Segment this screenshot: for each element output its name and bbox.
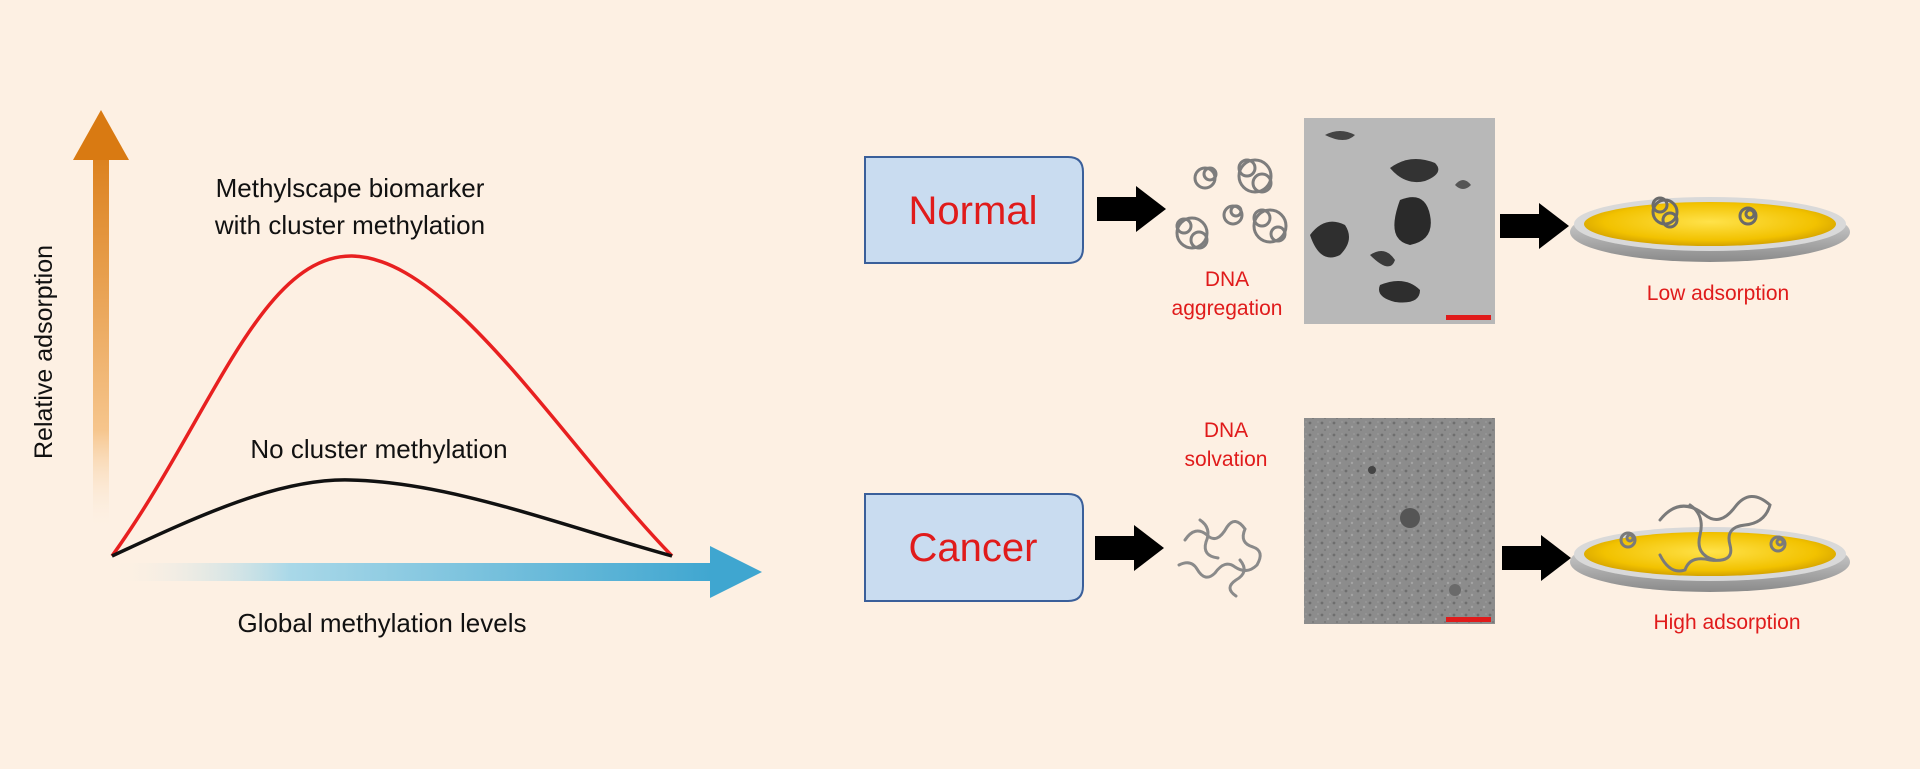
normal-result-label: Low adsorption — [1647, 282, 1789, 305]
cluster-curve-label-line2: with cluster methylation — [214, 210, 485, 240]
normal-scale-bar — [1446, 315, 1491, 320]
cancer-scale-bar — [1446, 617, 1491, 622]
normal-row: Normal DNA aggregation — [864, 118, 1850, 324]
cancer-sample-box — [864, 493, 1084, 602]
normal-electrode — [1570, 196, 1850, 262]
dna-solvated-illustration — [1177, 518, 1262, 598]
cancer-arrow-1 — [1095, 525, 1164, 571]
y-axis-arrow — [73, 110, 129, 530]
no-cluster-curve-label: No cluster methylation — [250, 434, 507, 464]
cancer-state-label-line2: solvation — [1185, 448, 1268, 471]
y-axis-label: Relative adsorption — [30, 245, 58, 459]
x-axis-arrow — [108, 546, 762, 598]
cluster-curve-label-line1: Methylscape biomarker — [216, 173, 485, 203]
normal-state-label-line1: DNA — [1205, 268, 1249, 291]
dna-aggregate-illustration — [1175, 158, 1288, 250]
adsorption-plot: Relative adsorption Global methylation l… — [30, 110, 762, 638]
cancer-tem-image — [1304, 418, 1495, 624]
cluster-methylation-curve — [110, 254, 674, 558]
normal-state-label-line2: aggregation — [1172, 297, 1283, 320]
normal-tem-image — [1304, 118, 1495, 324]
cancer-sample-label: Cancer — [909, 526, 1038, 570]
x-axis-label: Global methylation levels — [237, 608, 526, 638]
cancer-electrode — [1570, 495, 1850, 592]
normal-arrow-2 — [1500, 203, 1569, 249]
normal-arrow-1 — [1097, 186, 1166, 232]
normal-sample-label: Normal — [909, 189, 1038, 233]
cancer-result-label: High adsorption — [1653, 611, 1800, 634]
cancer-arrow-2 — [1502, 535, 1571, 581]
no-cluster-methylation-curve — [111, 478, 673, 558]
cancer-row: Cancer DNA solvation — [864, 418, 1850, 634]
normal-sample-box — [864, 156, 1084, 264]
cancer-state-label-line1: DNA — [1204, 419, 1248, 442]
